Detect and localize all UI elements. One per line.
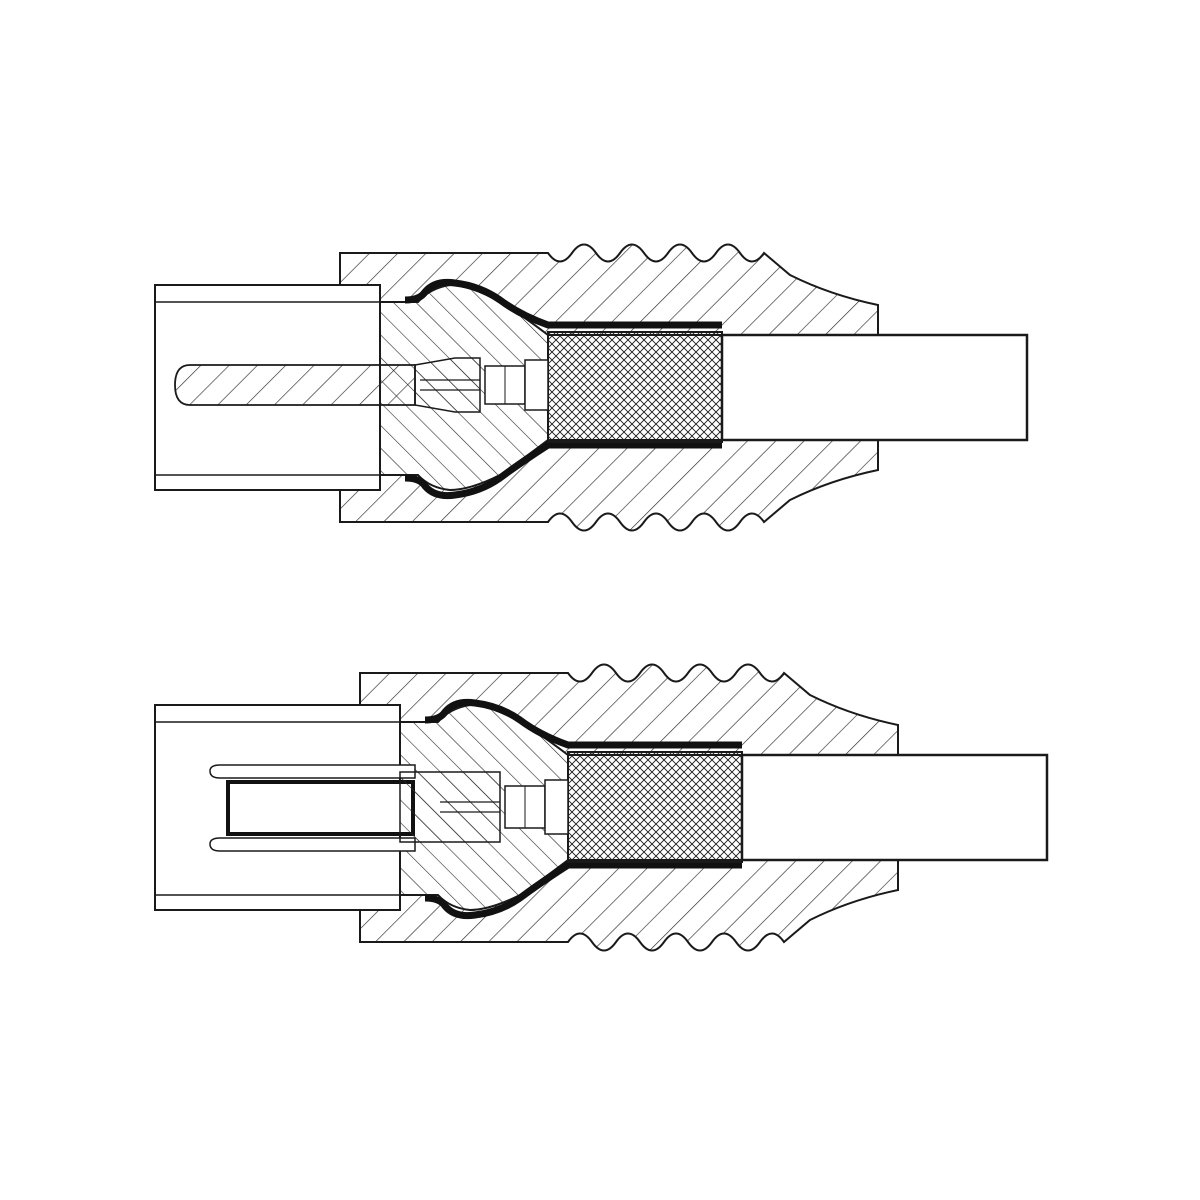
male-pin-holder	[414, 357, 481, 413]
female-crimp-upper	[424, 698, 742, 749]
male-crimp-lower	[404, 441, 722, 500]
female-socket-holder	[399, 771, 501, 843]
male-braid	[547, 331, 723, 443]
female-socket-upper-finger	[209, 764, 416, 779]
male-crimp-upper	[404, 278, 722, 329]
female-socket-lower-finger	[209, 837, 416, 852]
male-connector	[154, 243, 1029, 532]
female-braid	[567, 751, 743, 863]
female-cable-jacket	[740, 753, 1049, 862]
male-centre-pin	[174, 364, 416, 406]
female-socket-bore	[226, 780, 415, 836]
male-cable-jacket	[720, 333, 1029, 442]
female-connector	[154, 663, 1049, 952]
female-crimp-lower	[424, 861, 742, 920]
